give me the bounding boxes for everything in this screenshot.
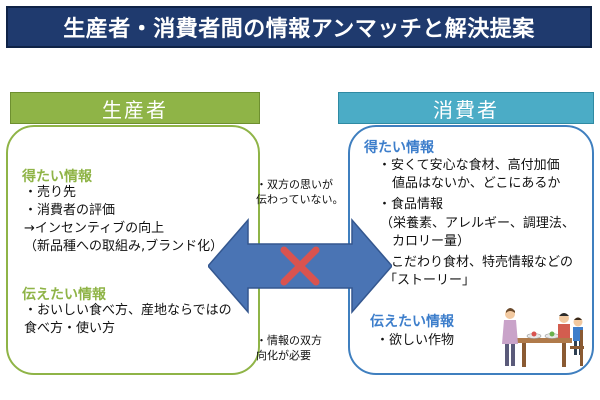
consumer-get-item: ・こだわり食材、特売情報などの (378, 255, 574, 270)
producer-get-item: ・売り先 (24, 185, 77, 200)
double-arrow-icon (208, 217, 392, 315)
consumer-get-item: （栄養素、アレルギー、調理法、 (380, 216, 575, 231)
family-illustration-icon (502, 308, 584, 367)
consumer-give-title: 伝えたい情報 (370, 314, 454, 330)
producer-get-item: ・消費者の評価 (24, 203, 116, 218)
consumer-header: 消費者 (338, 92, 594, 124)
producer-give-item: ・おいしい食べ方、産地ならではの (24, 303, 232, 318)
producer-header: 生産者 (10, 92, 260, 124)
note-top: ・双方の思いが (256, 178, 333, 191)
cross-icon (280, 246, 320, 286)
consumer-give-item: ・欲しい作物 (376, 333, 455, 348)
producer-panel (6, 125, 260, 375)
consumer-get-item: ・食品情報 (378, 197, 444, 212)
title-bar: 生産者・消費者間の情報アンマッチと解決提案 (6, 6, 592, 48)
consumer-get-item: カロリー量） (392, 234, 471, 249)
producer-get-title: 得たい情報 (22, 169, 92, 185)
producer-give-item: 食べ方・使い方 (24, 321, 116, 336)
producer-give-title: 伝えたい情報 (22, 287, 106, 303)
note-bottom: 向化が必要 (256, 349, 311, 362)
note-bottom: ・情報の双方 (256, 334, 322, 347)
consumer-get-title: 得たい情報 (364, 140, 434, 156)
producer-get-item: （新品種への取組み,ブランド化） (24, 239, 224, 254)
note-top: 伝わっていない。 (256, 193, 344, 206)
page-title: 生産者・消費者間の情報アンマッチと解決提案 (63, 17, 535, 42)
consumer-get-item: ・安くて安心な食材、高付加価 (378, 158, 560, 173)
consumer-header-label: 消費者 (433, 97, 499, 122)
producer-get-item: →インセンティブの向上 (24, 221, 165, 236)
consumer-get-item: 「ストーリー」 (384, 273, 476, 288)
consumer-get-item: 値品はないか、どこにあるか (392, 176, 561, 191)
producer-header-label: 生産者 (102, 97, 168, 122)
